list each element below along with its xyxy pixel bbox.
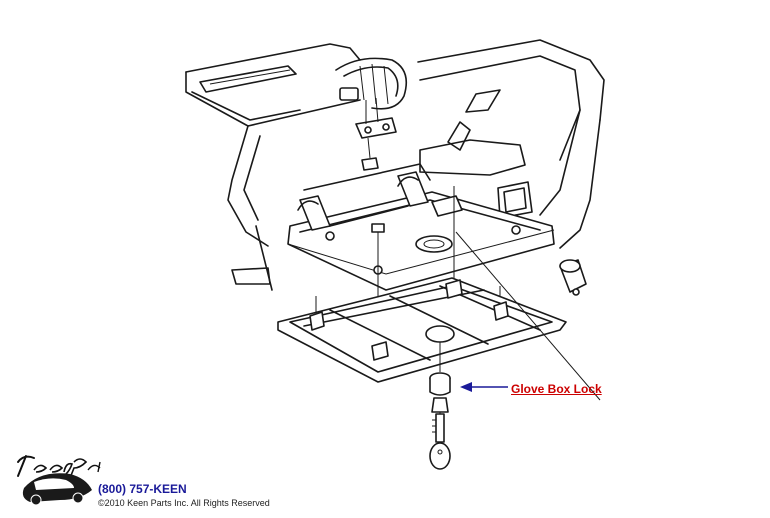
glove-box-lock-link[interactable]: Glove Box Lock — [511, 382, 602, 396]
glove-box-door — [287, 191, 555, 291]
key-icon — [429, 413, 451, 470]
side-lock-cylinder — [559, 259, 587, 296]
air-duct — [335, 57, 408, 110]
upper-bracket — [355, 97, 397, 171]
copyright-text: ©2010 Keen Parts Inc. All Rights Reserve… — [98, 498, 270, 508]
keen-parts-logo — [17, 455, 101, 506]
glove-box-frame — [277, 277, 567, 383]
dashboard-outline — [185, 39, 605, 291]
phone-number[interactable]: (800) 757-KEEN — [98, 482, 187, 496]
door-hinges — [297, 163, 431, 231]
glove-box-lock-assembly — [429, 372, 451, 413]
callout-arrow — [460, 382, 508, 392]
